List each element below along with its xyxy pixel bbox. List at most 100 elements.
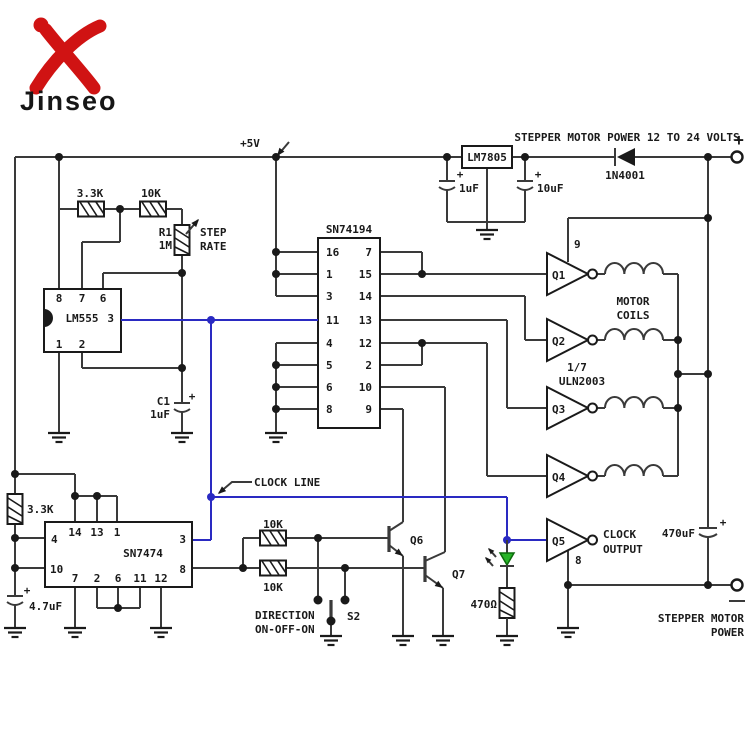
sn7474-bpin-12: 12 — [154, 572, 167, 585]
sn74194-title: SN74194 — [326, 223, 373, 236]
shift-register-wires — [275, 157, 547, 552]
q4-label: Q4 — [552, 471, 566, 484]
c1-ground-icon — [169, 431, 195, 444]
q6-label: Q6 — [410, 534, 424, 547]
buffer-q3: Q3 — [546, 385, 664, 431]
sn74194-rpin-2: 2 — [365, 359, 372, 372]
uln2003-label: ULN2003 — [559, 375, 605, 388]
direction-wires — [242, 537, 425, 636]
diode-1n4001: 1N4001 — [605, 148, 645, 182]
lm555-chip: LM555 3 8 7 6 1 2 — [43, 288, 122, 353]
sn7474-lpin-10: 10 — [50, 563, 63, 576]
resistor-470 — [498, 587, 516, 619]
direction-label2: ON-OFF-ON — [255, 623, 315, 636]
brand-text: Jinseo — [20, 86, 118, 116]
resistor-470-label: 470Ω — [471, 598, 498, 611]
motor-coils-label1: MOTOR — [616, 295, 649, 308]
sn7474-ground2-icon — [148, 626, 174, 639]
lm555-pin8: 8 — [56, 292, 63, 305]
resistor-10k-label: 10K — [141, 187, 161, 200]
sn7474-rpin-3: 3 — [179, 533, 186, 546]
r1-val-label: 1M — [159, 239, 173, 252]
q1-label: Q1 — [552, 269, 566, 282]
clock-output-label2: OUTPUT — [603, 543, 643, 556]
motor-coil-1 — [604, 262, 664, 275]
sn74194-rpin-7: 7 — [365, 246, 372, 259]
sn74194-rpin-12: 12 — [359, 337, 372, 350]
sn74194-lpin-6: 6 — [326, 381, 333, 394]
direction-switch-s2: S2 — [313, 595, 360, 626]
led-ground-icon — [494, 634, 520, 647]
sn7474-chip: SN7474 14 13 1 4 10 7 2 6 11 12 3 8 — [44, 521, 193, 588]
c1-plus: + — [189, 390, 196, 403]
motor-power-title: STEPPER MOTOR POWER 12 TO 24 VOLTS — [514, 131, 739, 144]
sn7474-tpin-1: 1 — [114, 526, 121, 539]
oscillator-section: 3.3K 10K R1 1M STEP RATE LM555 3 8 7 6 1… — [43, 157, 227, 444]
resistor-3k3-pullup-label: 3.3K — [27, 503, 54, 516]
motor-coil-2 — [604, 328, 664, 341]
direction-label1: DIRECTION — [255, 609, 315, 622]
sn74194-lpin-4: 4 — [326, 337, 333, 350]
resistor-3k3 — [77, 200, 105, 218]
cap-1uf-plus: + — [457, 168, 464, 181]
q5-label: Q5 — [552, 535, 565, 548]
lm555-pin6: 6 — [100, 292, 107, 305]
lm555-pin7: 7 — [79, 292, 86, 305]
sn74194-ground-icon — [263, 431, 289, 444]
buffer-q5: Q5 CLOCK OUTPUT 8 — [546, 517, 643, 567]
logo-swoosh2-icon — [39, 23, 101, 95]
step-rate-label1: STEP — [200, 226, 227, 239]
cap-4u7-plus: + — [24, 584, 31, 597]
q2-label: Q2 — [552, 335, 565, 348]
led-icon — [498, 552, 516, 567]
transistor-q6: Q6 — [387, 521, 424, 636]
cap-4u7: + 4.7uF — [6, 584, 62, 613]
lm555-pin3: 3 — [107, 312, 114, 325]
stepper-motor-power-label2: POWER — [711, 626, 744, 639]
resistor-3k3-pullup — [6, 493, 24, 525]
resistor-10k-q7-label: 10K — [263, 581, 283, 594]
cap-470uf: + 470uF — [662, 516, 727, 540]
sn7474-bpin-6: 6 — [115, 572, 122, 585]
cap-c1: + C1 1uF — [150, 390, 196, 421]
buffer-q4: Q4 — [546, 453, 664, 499]
c1-val-label: 1uF — [150, 408, 170, 421]
resistor-3k3-label: 3.3K — [77, 187, 104, 200]
cap-470uf-plus: + — [720, 516, 727, 529]
clock-output-label1: CLOCK — [603, 528, 636, 541]
uln-com-pin-label: 9 — [574, 238, 581, 251]
sn74194-lpin-16: 16 — [326, 246, 340, 259]
lm555-title: LM555 — [65, 312, 98, 325]
flip-flop-section: 3.3K + 4.7uF SN7474 14 13 1 4 10 7 2 6 1… — [2, 473, 243, 639]
sn74194-rpin-9: 9 — [365, 403, 372, 416]
sn74194-chip: SN74194 16 1 3 11 4 5 6 8 7 15 14 13 12 … — [317, 223, 381, 429]
resistor-10k-q6 — [259, 529, 287, 547]
oscillator-wires — [58, 157, 183, 433]
cap-1uf: + 1uF — [438, 168, 479, 195]
cap-10uf: + 10uF — [516, 168, 564, 195]
sn74194-lpin-1: 1 — [326, 268, 333, 281]
sn74194-lpin-11: 11 — [326, 314, 340, 327]
q7-label: Q7 — [452, 568, 465, 581]
s2-ground-icon — [318, 634, 344, 647]
sn74194-lpin-8: 8 — [326, 403, 333, 416]
motor-coil-3 — [604, 396, 664, 409]
cap-10uf-label: 10uF — [537, 182, 564, 195]
cap-10uf-plus: + — [535, 168, 542, 181]
sn74194-rpin-15: 15 — [359, 268, 372, 281]
clock-line-label: CLOCK LINE — [254, 476, 320, 489]
led-indicator-section: 470Ω — [471, 540, 520, 647]
lm555-pin1: 1 — [56, 338, 63, 351]
sn7474-ground1-icon — [62, 626, 88, 639]
step-rate-label2: RATE — [200, 240, 227, 253]
output-ground-icon — [555, 626, 581, 639]
sn7474-tpin-13: 13 — [90, 526, 103, 539]
sn7474-bpin-7: 7 — [72, 572, 79, 585]
q7-ground-icon — [430, 634, 456, 647]
sn74194-lpin-3: 3 — [326, 290, 333, 303]
s2-label: S2 — [347, 610, 360, 623]
motor-power-minus-terminal — [730, 578, 744, 592]
c1-ref-label: C1 — [157, 395, 171, 408]
v5-label: +5V — [240, 137, 260, 150]
